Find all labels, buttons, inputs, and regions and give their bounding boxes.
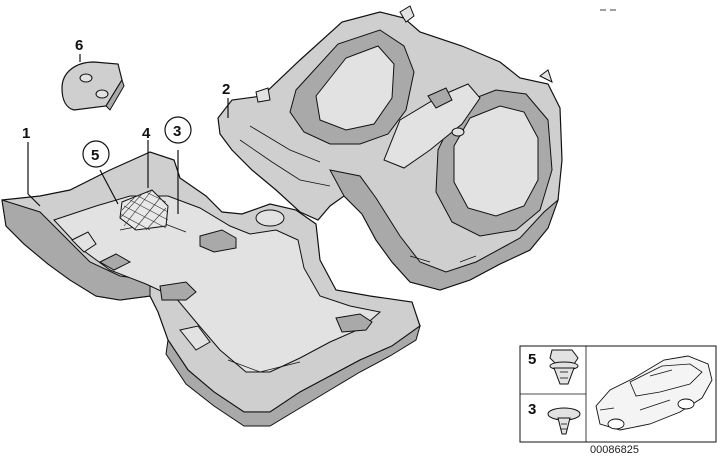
callout-6: 6 (75, 37, 83, 54)
inset-label-5: 5 (528, 351, 536, 368)
callout-3: 3 (173, 123, 181, 140)
clip-3-icon (547, 407, 581, 435)
callout-5-circle (82, 140, 110, 168)
car-silhouette-icon (595, 355, 713, 431)
clip-5-icon (549, 349, 579, 385)
part-2-rear-carpet[interactable] (217, 5, 563, 291)
inset-label-3: 3 (528, 401, 536, 418)
callout-labels: 1 2 3 4 5 6 (22, 37, 230, 168)
callout-leaders (27, 54, 229, 214)
drawing-number: 00086825 (590, 444, 639, 456)
callout-4: 4 (142, 125, 151, 142)
callout-1: 1 (22, 125, 30, 142)
callout-2: 2 (222, 81, 230, 98)
inset-reference-box: 5 3 (519, 345, 717, 443)
part-4-net-pad[interactable] (119, 189, 169, 231)
part-6-cap[interactable] (61, 61, 125, 111)
callout-3-circle (164, 116, 192, 144)
callout-5: 5 (91, 147, 99, 164)
part-1-front-carpet[interactable] (1, 151, 421, 427)
